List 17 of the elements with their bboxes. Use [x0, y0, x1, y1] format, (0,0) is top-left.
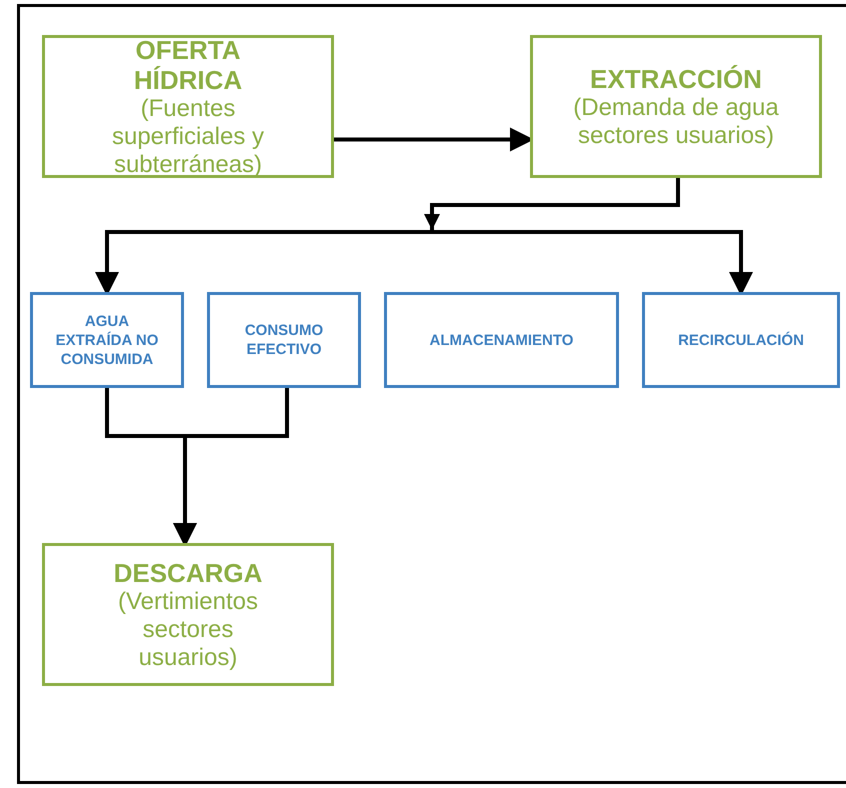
box-title: EXTRACCIÓN [590, 64, 762, 94]
process-box [42, 35, 334, 178]
box-title: CONSUMO EFECTIVO [244, 321, 324, 359]
process-box [384, 292, 619, 388]
process-box [642, 292, 840, 388]
box-description: (Demanda de agua sectores usuarios) [572, 94, 780, 150]
box-title: RECIRCULACIÓN [678, 330, 804, 350]
box-title: DESCARGA [114, 558, 262, 588]
process-box [30, 292, 184, 388]
process-box [42, 543, 334, 686]
box-description: (Vertimientos sectores usuarios) [116, 588, 260, 672]
process-box [530, 35, 822, 178]
box-title: AGUA EXTRAÍDA NO CONSUMIDA [55, 312, 159, 368]
box-title: ALMACENAMIENTO [430, 330, 574, 350]
box-title: OFERTA HÍDRICA [132, 34, 244, 94]
process-box [207, 292, 361, 388]
box-description: (Fuentes superficiales y subterráneas) [110, 94, 266, 178]
